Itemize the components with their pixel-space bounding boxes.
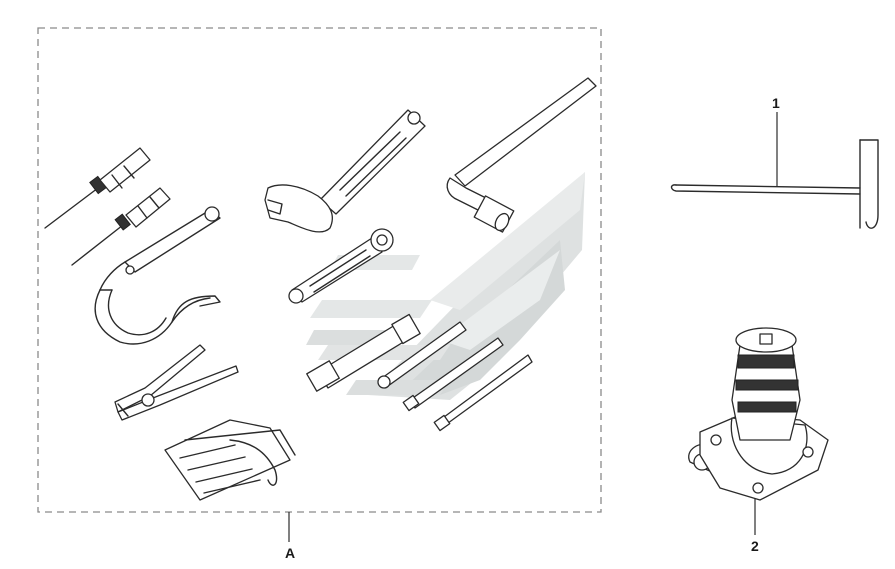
callout-kit-a: A xyxy=(285,545,296,561)
callout-item-1: 1 xyxy=(772,95,780,111)
pliers-icon xyxy=(114,344,239,421)
tool-pouch-icon xyxy=(164,419,296,501)
screwdriver-icon xyxy=(44,147,151,229)
kit-boundary xyxy=(37,27,602,513)
screwdriver-icon xyxy=(71,187,171,266)
socket-wrench-icon xyxy=(306,313,421,392)
adjustable-wrench-icon xyxy=(264,109,426,233)
box-wrench-icon xyxy=(288,228,394,304)
jack-icon xyxy=(688,327,829,501)
hook-spanner-icon xyxy=(94,206,221,345)
callout-item-2: 2 xyxy=(751,538,759,554)
t-handle-rod-icon xyxy=(670,139,879,229)
socket-wrench-icon xyxy=(377,321,533,432)
socket-wrench-icon xyxy=(446,77,597,233)
